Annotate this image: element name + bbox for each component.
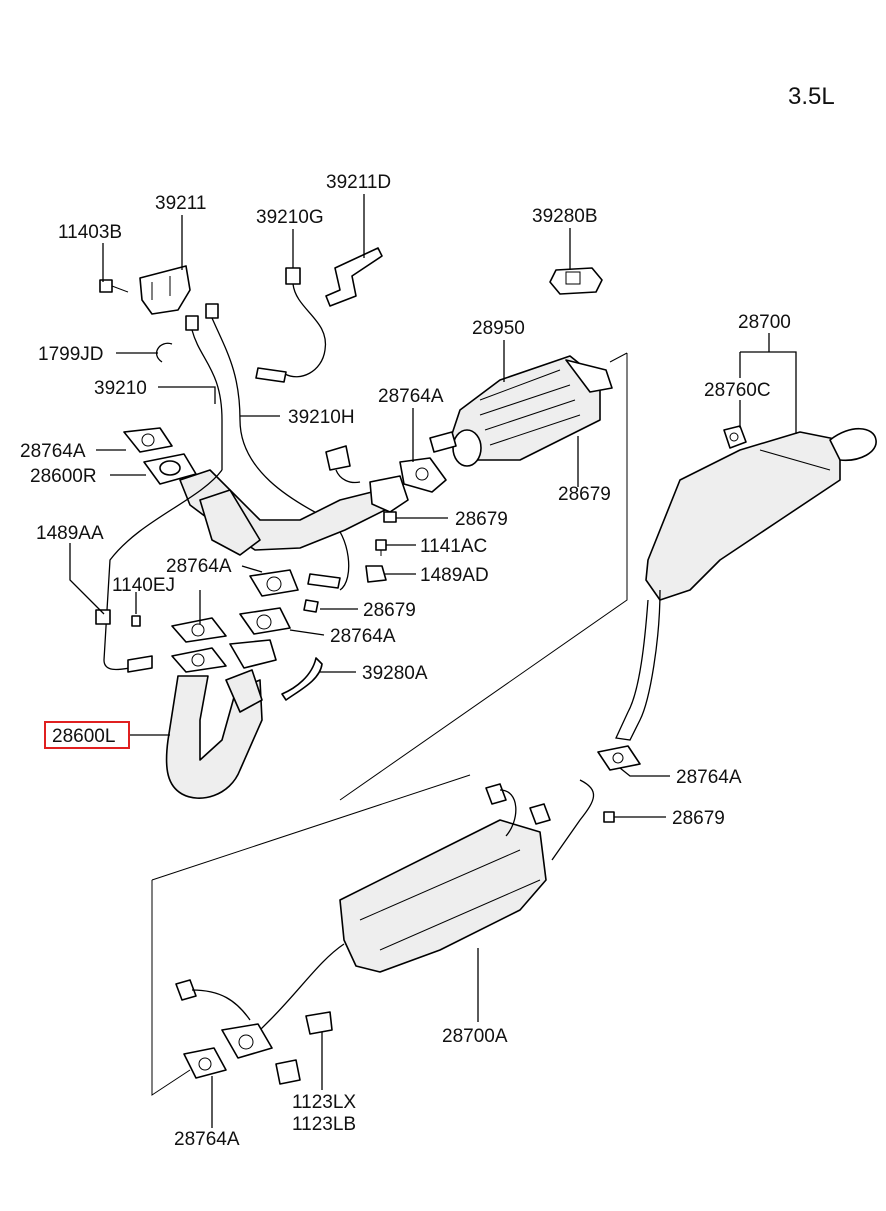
flange-28600R [143, 453, 197, 485]
bolt-1140EJ [131, 615, 141, 627]
label-39280A[interactable]: 39280A [362, 663, 428, 684]
bolt-1123LX [305, 1011, 333, 1035]
bolt-1141AC [375, 539, 387, 556]
nut-28679-rear [603, 811, 615, 823]
label-39211[interactable]: 39211 [155, 193, 206, 214]
gasket-28764A-front [183, 1047, 227, 1079]
label-28679-3[interactable]: 28679 [363, 600, 416, 621]
label-28600R[interactable]: 28600R [30, 466, 97, 487]
bolt-11403B [99, 279, 129, 293]
label-28764A-4[interactable]: 28764A [330, 626, 396, 647]
label-28600L[interactable]: 28600L [52, 726, 115, 747]
gasket-28764A-upper [399, 457, 447, 493]
label-1799JD[interactable]: 1799JD [38, 344, 104, 365]
clip-1799JD [156, 342, 173, 363]
gasket-28764A-left [123, 427, 173, 453]
label-39210[interactable]: 39210 [94, 378, 147, 399]
oxygen-sensor-39210G [255, 267, 327, 383]
bracket-39211 [139, 265, 191, 315]
label-28764A-2[interactable]: 28764A [20, 441, 86, 462]
clip-1489AD [365, 565, 387, 583]
flange-left-upper [171, 617, 227, 643]
catalytic-converter-28950 [429, 355, 613, 467]
label-28700[interactable]: 28700 [738, 312, 791, 333]
label-39210H[interactable]: 39210H [288, 407, 355, 428]
clip-39280B [549, 267, 603, 295]
part-labels: 11403B 39211 39210G 39211D 39280B 1799JD… [20, 172, 791, 1150]
label-1140EJ[interactable]: 1140EJ [112, 575, 175, 596]
exhaust-pipe-28600L [165, 639, 277, 799]
label-28764A-1[interactable]: 28764A [378, 386, 444, 407]
label-1141AC[interactable]: 1141AC [420, 536, 487, 557]
bracket-39211D [325, 247, 383, 307]
nut-28679-mid [383, 511, 397, 523]
oxygen-sensor-39210 [185, 315, 223, 470]
front-pipe-assembly [179, 445, 409, 556]
gasket-28764A-mid-left [249, 569, 299, 597]
label-28679-2[interactable]: 28679 [455, 509, 508, 530]
muffler-28700A [175, 779, 595, 1041]
label-1123LB[interactable]: 1123LB [292, 1114, 356, 1135]
assembly-outline [151, 352, 628, 1096]
label-28950[interactable]: 28950 [472, 318, 525, 339]
label-28764A-5[interactable]: 28764A [676, 767, 742, 788]
label-39211D[interactable]: 39211D [326, 172, 391, 193]
muffler-28700 [615, 427, 877, 741]
label-28700A[interactable]: 28700A [442, 1026, 508, 1047]
clamp-39280A [281, 657, 323, 701]
leader-lines [69, 194, 797, 1128]
highlight-box-28600L [44, 721, 130, 749]
oxygen-sensor-39210H [205, 303, 350, 591]
hanger-28760C [723, 425, 747, 449]
label-39280B[interactable]: 39280B [532, 206, 598, 227]
label-28764A-6[interactable]: 28764A [174, 1129, 240, 1150]
label-39210G[interactable]: 39210G [256, 207, 324, 228]
spring-1123LB [275, 1059, 301, 1085]
clip-1489AA [95, 469, 223, 673]
flange-front-pipe [221, 1023, 273, 1059]
label-28679-1[interactable]: 28679 [558, 484, 611, 505]
label-1489AA[interactable]: 1489AA [36, 523, 104, 544]
engine-code: 3.5L [788, 83, 835, 110]
gasket-28764A-rear [597, 745, 641, 771]
label-1123LX[interactable]: 1123LX [292, 1092, 356, 1113]
label-1489AD[interactable]: 1489AD [420, 565, 489, 586]
oxygen-sensor-rear-bank [303, 573, 341, 613]
gasket-28764A-mid [239, 607, 291, 635]
label-28764A-3[interactable]: 28764A [166, 556, 232, 577]
label-11403B[interactable]: 11403B [58, 222, 122, 243]
flange-left-lower [171, 647, 227, 673]
label-28760C[interactable]: 28760C [704, 380, 771, 401]
label-28679-4[interactable]: 28679 [672, 808, 725, 829]
